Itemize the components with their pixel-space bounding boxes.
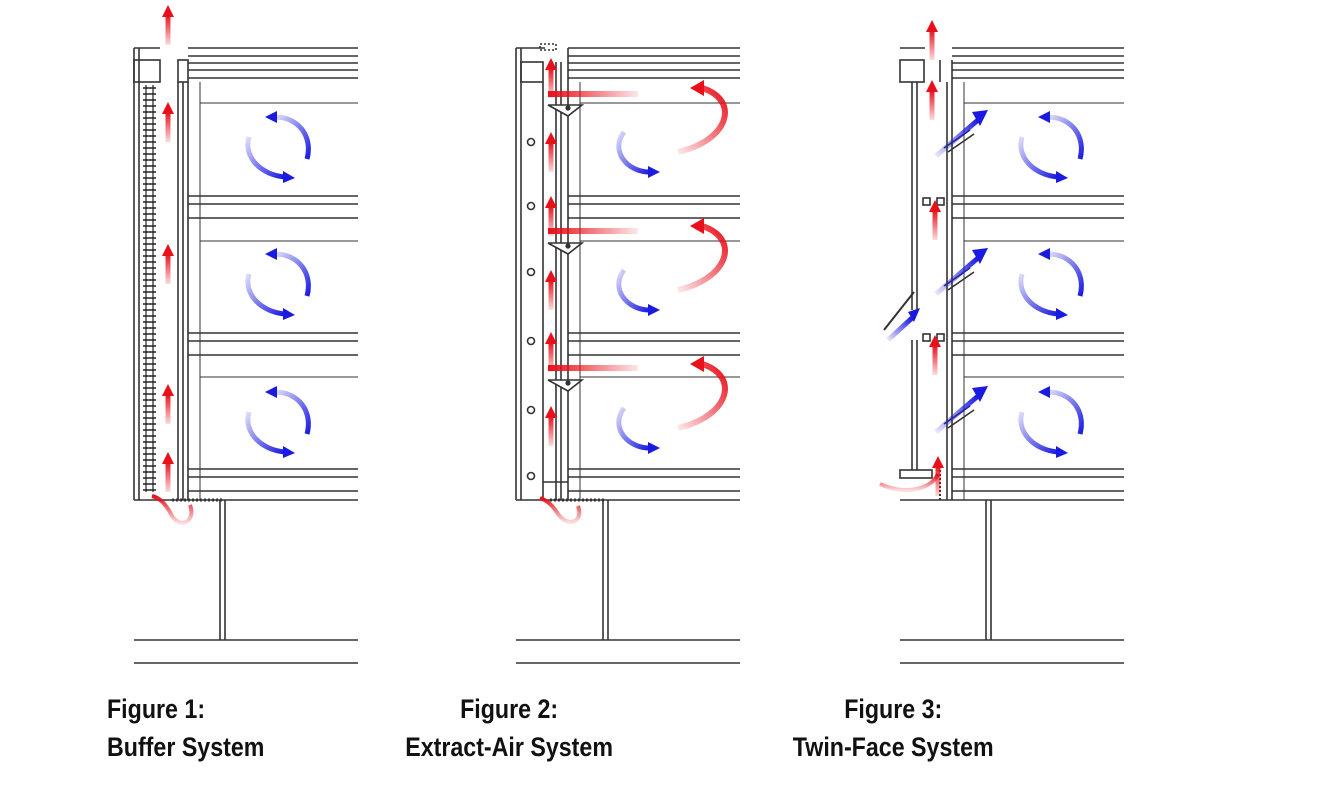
- figure-3-airflow: [879, 20, 1081, 496]
- figure-2-name: Extract-Air System: [405, 732, 613, 762]
- damper-icon: [547, 104, 585, 392]
- figure-1-name: Buffer System: [107, 732, 265, 762]
- figure-2-airflow: [539, 58, 728, 524]
- figure-1-diagram: [133, 47, 358, 664]
- figure-3-caption: Figure 3: Twin-Face System: [778, 690, 1008, 766]
- figure-2-number: Figure 2:: [460, 694, 559, 724]
- vent-flap-icon: [943, 129, 975, 429]
- vent-flap-icon: [883, 291, 915, 331]
- figure-3-number: Figure 3:: [844, 694, 943, 724]
- figure-2-caption: Figure 2: Extract-Air System: [393, 690, 625, 766]
- figure-1-airflow: [151, 5, 308, 525]
- figure-1-caption: Figure 1: Buffer System: [107, 690, 264, 766]
- figure-3-name: Twin-Face System: [792, 732, 994, 762]
- figure-1-number: Figure 1:: [107, 694, 206, 724]
- figure-3-diagram: [883, 47, 1124, 664]
